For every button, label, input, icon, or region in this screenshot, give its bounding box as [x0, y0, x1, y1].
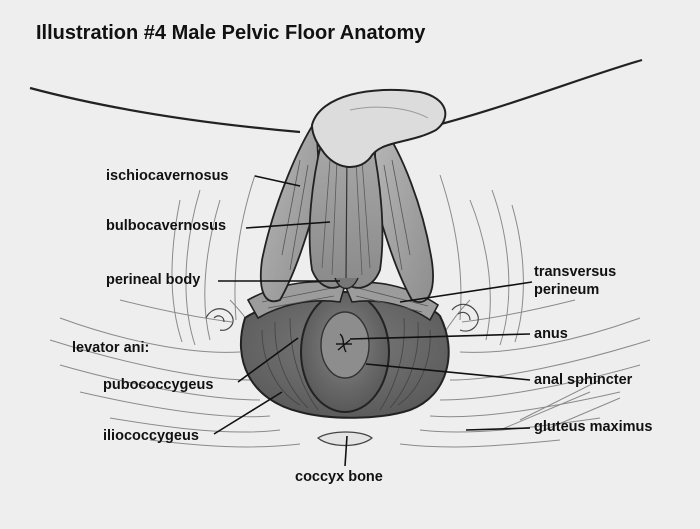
label-levator-ani: levator ani: [72, 340, 150, 356]
label-perineal-body: perineal body [106, 272, 201, 288]
page-title: Illustration #4 Male Pelvic Floor Anatom… [36, 22, 426, 44]
left-tuberosity [205, 308, 234, 331]
leader-lines [213, 175, 533, 467]
label-anus: anus [534, 326, 568, 342]
coccyx [316, 431, 373, 447]
right-gluteal-hatching [399, 174, 651, 448]
label-anal-sphincter: anal sphincter [534, 372, 633, 388]
label-coccyx-bone: coccyx bone [295, 469, 383, 485]
label-bulbocavernosus: bulbocavernosus [106, 218, 227, 234]
label-pubococcygeus: pubococcygeus [103, 377, 214, 393]
right-ischiocavernosus [371, 117, 434, 303]
anus-opening [336, 333, 352, 353]
scrotal-fold [310, 88, 447, 169]
right-tuberosity [451, 303, 479, 332]
label-ischiocavernosus: ischiocavernosus [106, 168, 229, 184]
label-transversus: transversus [534, 264, 617, 280]
label-gluteus-maximus: gluteus maximus [534, 419, 653, 435]
label-iliococcygeus: iliococcygeus [103, 428, 199, 444]
levator-ani-striations [261, 317, 431, 411]
label-perineum: perineum [534, 282, 600, 298]
right-thigh-contour [417, 58, 643, 132]
left-thigh-contour [29, 86, 301, 134]
